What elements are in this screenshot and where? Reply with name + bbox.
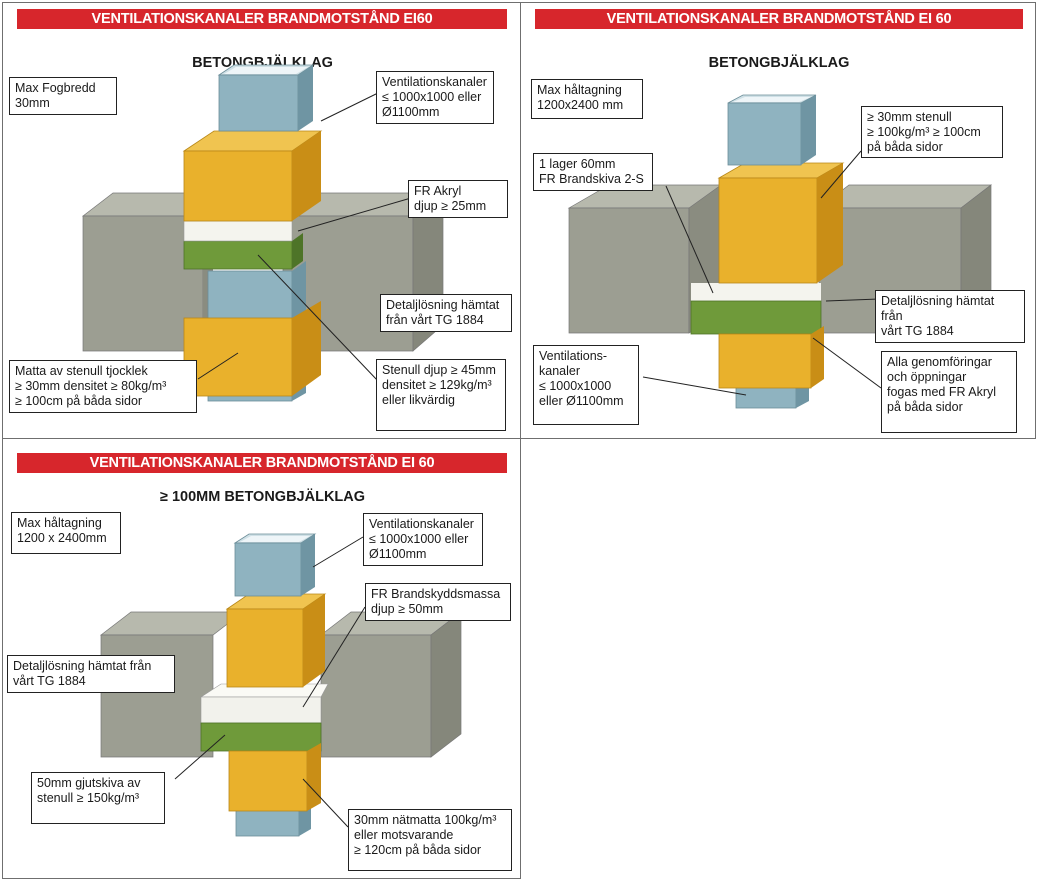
leader-lines <box>174 536 366 828</box>
label-stenull-30mm: ≥ 30mm stenull ≥ 100kg/m³ ≥ 100cm på båd… <box>861 106 1003 158</box>
insulation-lower <box>183 301 321 397</box>
label-stenull-djup: Stenull djup ≥ 45mm densitet ≥ 129kg/m³ … <box>376 359 506 431</box>
panel-1-banner: VENTILATIONSKANALER BRANDMOTSTÅND EI60 <box>17 9 507 29</box>
insulation-upper <box>717 162 845 284</box>
label-alla-genomforingar: Alla genomföringar och öppningar fogas m… <box>881 351 1017 433</box>
concrete-slab-right <box>319 611 463 758</box>
insulation-upper <box>182 130 323 222</box>
panel-2-banner: VENTILATIONSKANALER BRANDMOTSTÅND EI 60 <box>535 9 1023 29</box>
sealant-strip <box>183 220 293 242</box>
duct-upper <box>233 533 317 597</box>
sealant-strip <box>691 283 821 301</box>
label-max-haltagning: Max håltagning 1200 x 2400mm <box>11 512 121 554</box>
label-ventilationskanaler: Ventilations- kanaler ≤ 1000x1000 eller … <box>533 345 639 425</box>
insulation-lower <box>228 743 321 812</box>
label-1-lager-brandskiva: 1 lager 60mm FR Brandskiva 2-S <box>533 153 653 191</box>
leader-lines <box>197 92 412 382</box>
panel-3: VENTILATIONSKANALER BRANDMOTSTÅND EI 60 … <box>2 438 521 879</box>
panel-2-subtitle: BETONGBJÄLKLAG <box>708 55 850 71</box>
duct-upper <box>217 64 315 132</box>
label-fr-akryl: FR Akryl djup ≥ 25mm <box>408 180 508 218</box>
panel-3-subtitle: ≥ 100MM BETONGBJÄLKLAG <box>159 489 366 505</box>
stone-wool-slab <box>200 722 322 752</box>
duct-upper <box>727 94 817 166</box>
label-fr-brandskyddsmassa: FR Brandskyddsmassa djup ≥ 50mm <box>365 583 511 621</box>
insulation-upper <box>225 593 327 688</box>
label-gjutskiva: 50mm gjutskiva av stenull ≥ 150kg/m³ <box>31 772 165 824</box>
label-natmatta: 30mm nätmatta 100kg/m³ eller motsvarande… <box>348 809 512 871</box>
panel-1: VENTILATIONSKANALER BRANDMOTSTÅND EI60 B… <box>2 2 521 439</box>
concrete-slab-left <box>567 184 722 334</box>
insulation-lower <box>718 326 824 389</box>
stone-wool-band <box>183 233 303 270</box>
panel-3-diagram <box>99 533 463 837</box>
label-detaljlosning: Detaljlösning hämtat från vårt TG 1884 <box>7 655 175 693</box>
label-ventilationskanaler: Ventilationskanaler ≤ 1000x1000 eller Ø1… <box>376 71 494 124</box>
panel-2: VENTILATIONSKANALER BRANDMOTSTÅND EI 60 … <box>520 2 1036 439</box>
label-detaljlosning: Detaljlösning hämtat från vårt TG 1884 <box>380 294 512 332</box>
sealant-strip <box>199 683 329 724</box>
label-max-fogbredd: Max Fogbredd 30mm <box>9 77 117 115</box>
leader-lines <box>642 150 882 396</box>
panel-1-diagram <box>81 64 445 402</box>
panel-3-banner: VENTILATIONSKANALER BRANDMOTSTÅND EI 60 <box>17 453 507 473</box>
stone-wool-board <box>690 300 822 335</box>
label-matta-stenull: Matta av stenull tjocklek ≥ 30mm densite… <box>9 360 197 413</box>
label-max-haltagning: Max håltagning 1200x2400 mm <box>531 79 643 119</box>
label-ventilationskanaler: Ventilationskanaler ≤ 1000x1000 eller Ø1… <box>363 513 483 566</box>
label-detaljlosning: Detaljlösning hämtat från vårt TG 1884 <box>875 290 1025 343</box>
